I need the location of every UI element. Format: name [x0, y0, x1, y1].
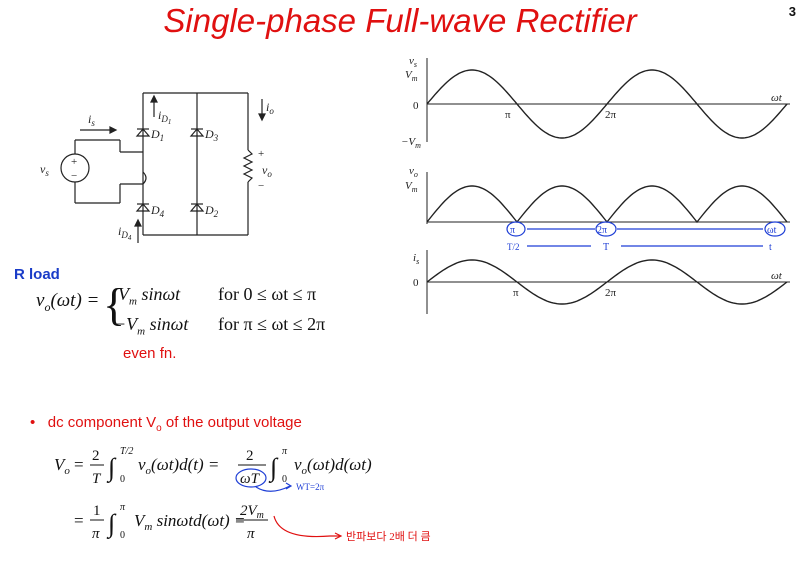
vs-vm-label: Vm [405, 69, 418, 83]
source-plus: + [71, 156, 77, 168]
svg-text:0: 0 [120, 474, 125, 485]
annot-2pi: 2π [597, 225, 607, 236]
source-minus: − [71, 170, 77, 182]
is-axis-label: is [413, 252, 419, 266]
label-vo: vo [262, 163, 272, 179]
svg-text:Vo: Vo [54, 455, 70, 477]
slide-title: Single-phase Full-wave Rectifier [163, 2, 637, 39]
vo-case-1: Vm sinωt [118, 284, 181, 308]
vs-waveform [426, 69, 788, 139]
waveform-plots: vs Vm 0 −Vm π 2π ωt vo Vm is 0 π 2π ωt π… [401, 55, 790, 314]
vo-case-1-condition: for 0 ≤ ωt ≤ π [218, 284, 317, 304]
omegaT-circle-mark [235, 468, 267, 488]
diode-d1 [135, 128, 151, 137]
annot-wt-eq: WT=2π [296, 482, 325, 492]
annot-pi: π [510, 225, 515, 236]
svg-text:Vm sinωtd(ωt) =: Vm sinωtd(ωt) = [134, 511, 245, 533]
vs-pi-tick: π [505, 109, 511, 121]
svg-text:π: π [282, 446, 288, 457]
pi-circle-mark [506, 221, 526, 237]
svg-text:1: 1 [93, 503, 101, 519]
annot-T: T [603, 242, 609, 253]
wt-circle-mark [764, 221, 786, 237]
vs-2pi-tick: 2π [605, 109, 617, 121]
diode-d4 [135, 203, 151, 212]
vo-axis-label: vo [409, 165, 418, 179]
diode-d2 [189, 203, 205, 212]
page-number: 3 [788, 4, 796, 19]
label-is: is [88, 112, 95, 128]
svg-text:vo(ωt)d(ωt): vo(ωt)d(ωt) [294, 455, 372, 477]
label-d2: D2 [204, 203, 219, 219]
vo-piecewise-equation: vo(ωt) = [36, 290, 100, 314]
svg-text:π: π [120, 502, 126, 513]
label-d3: D3 [204, 127, 219, 143]
is-pi-tick: π [513, 287, 519, 299]
svg-text:∫: ∫ [268, 453, 279, 483]
annot-wt: ωt [767, 225, 777, 236]
svg-text:∫: ∫ [106, 453, 117, 483]
annot-half-T: T/2 [507, 242, 520, 252]
svg-text:=: = [74, 511, 84, 530]
even-function-note: even fn. [123, 345, 177, 362]
rectifier-circuit-diagram: is vs iD1 iD4 io vo D1 D3 D4 D2 + − + − [40, 92, 274, 243]
vs-axis-label: vs [409, 55, 417, 69]
vo-case-2-condition: for π ≤ ωt ≤ 2π [218, 314, 326, 334]
label-vs: vs [40, 162, 49, 178]
svg-text:vo(ωt)d(t) =: vo(ωt)d(t) = [138, 455, 219, 477]
svg-text:T: T [92, 471, 102, 487]
label-d1: D1 [150, 127, 164, 143]
label-id4: iD4 [118, 224, 132, 242]
label-io: io [266, 100, 274, 116]
svg-text:0: 0 [282, 474, 287, 485]
svg-text:=: = [74, 455, 84, 474]
2pi-circle-mark [595, 221, 617, 237]
is-wt-label: ωt [771, 270, 783, 282]
svg-text:π: π [92, 526, 100, 542]
vs-negvm-label: −Vm [401, 136, 421, 150]
vo-case-2: −Vm sinωt [114, 314, 189, 338]
load-resistor [242, 149, 254, 183]
diode-d3 [189, 128, 205, 137]
load-plus: + [258, 148, 264, 160]
korean-note: 반파보다 2배 더 큼 [346, 530, 431, 543]
svg-text:∫: ∫ [106, 509, 117, 539]
is-waveform [426, 259, 788, 305]
r-load-heading: R load [14, 266, 60, 283]
svg-text:2: 2 [246, 448, 254, 464]
svg-text:T/2: T/2 [120, 446, 133, 457]
vs-zero-label: 0 [413, 100, 419, 112]
piecewise-brace: { [103, 279, 126, 330]
svg-text:2: 2 [92, 448, 100, 464]
dc-component-equations: Vo = 2 T ∫ T/2 0 vo(ωt)d(t) = 2 ωT ∫ π 0… [54, 446, 431, 543]
is-2pi-tick: 2π [605, 287, 617, 299]
label-d4: D4 [150, 203, 165, 219]
dc-component-bullet: • dc component Vo of the output voltage [30, 414, 302, 434]
svg-text:π: π [247, 526, 255, 542]
svg-text:2Vm: 2Vm [240, 503, 264, 521]
svg-text:ωT: ωT [240, 471, 261, 487]
annot-t: t [769, 242, 772, 253]
svg-text:0: 0 [120, 530, 125, 541]
is-zero-label: 0 [413, 277, 419, 289]
load-minus: − [258, 180, 264, 192]
vs-wt-label: ωt [771, 92, 783, 104]
vo-vm-label: Vm [405, 180, 418, 194]
label-id1: iD1 [158, 108, 171, 126]
vo-waveform [426, 185, 788, 224]
